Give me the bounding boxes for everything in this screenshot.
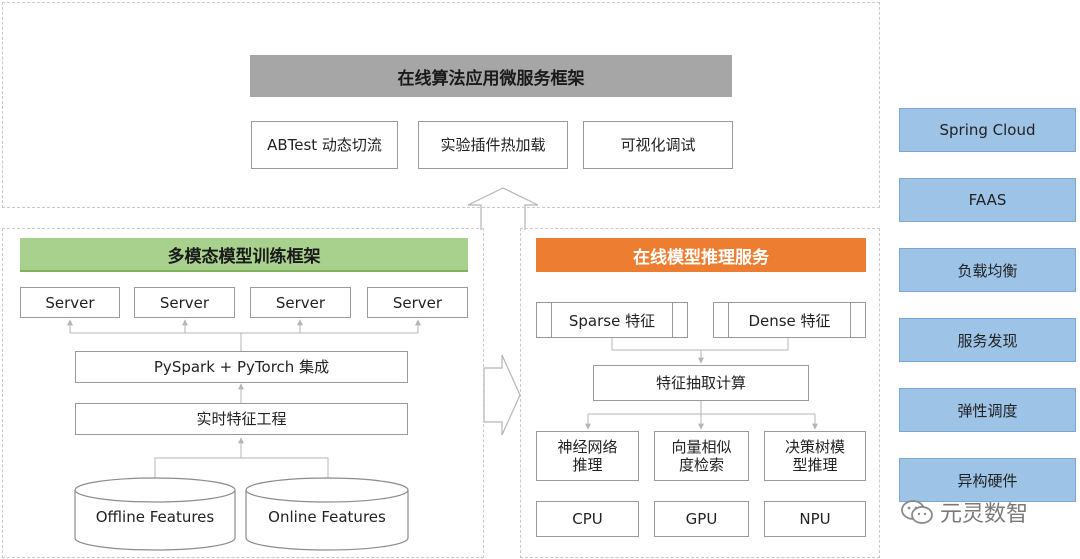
decision-tree-box: 决策树模 型推理: [764, 431, 866, 481]
online-features-label: Online Features: [268, 508, 386, 526]
cpu-box: CPU: [536, 501, 639, 537]
plugin-hotload-box: 实验插件热加载: [418, 121, 568, 169]
side-item-elastic-scheduling: 弹性调度: [899, 388, 1076, 432]
gpu-box: GPU: [654, 501, 749, 537]
pyspark-pytorch-box: PySpark + PyTorch 集成: [75, 351, 408, 383]
watermark-text: 元灵数智: [940, 502, 1029, 527]
server-box-3: Server: [250, 287, 351, 318]
side-item-load-balancing: 负载均衡: [899, 248, 1076, 292]
top-section-title: 在线算法应用微服务框架: [250, 55, 732, 97]
side-item-service-discovery: 服务发现: [899, 318, 1076, 362]
vector-search-box: 向量相似 度检索: [654, 431, 749, 481]
offline-features-label: Offline Features: [95, 508, 215, 526]
abtest-box: ABTest 动态切流: [251, 121, 398, 169]
left-region: [2, 228, 484, 558]
dense-feature-box: Dense 特征: [713, 302, 866, 338]
sparse-feature-box: Sparse 特征: [536, 302, 688, 338]
watermark: 元灵数智: [900, 495, 1028, 529]
feature-extraction-box: 特征抽取计算: [593, 365, 809, 401]
npu-box: NPU: [764, 501, 866, 537]
server-box-1: Server: [20, 287, 120, 318]
side-item-heterogeneous-hw: 异构硬件: [899, 458, 1076, 502]
realtime-feature-eng-box: 实时特征工程: [75, 403, 408, 435]
server-box-4: Server: [367, 287, 468, 318]
side-item-faas: FAAS: [899, 178, 1076, 222]
server-box-2: Server: [134, 287, 235, 318]
right-section-title: 在线模型推理服务: [536, 238, 866, 272]
right-region: [520, 228, 880, 558]
side-item-spring-cloud: Spring Cloud: [899, 108, 1076, 152]
offline-features-cylinder: [74, 477, 236, 551]
online-features-cylinder: [245, 477, 409, 551]
top-region: [2, 2, 880, 208]
neural-net-inference-box: 神经网络 推理: [536, 431, 639, 481]
visual-debug-box: 可视化调试: [583, 121, 733, 169]
wechat-icon: [901, 500, 933, 524]
left-section-title: 多模态模型训练框架: [20, 238, 468, 272]
